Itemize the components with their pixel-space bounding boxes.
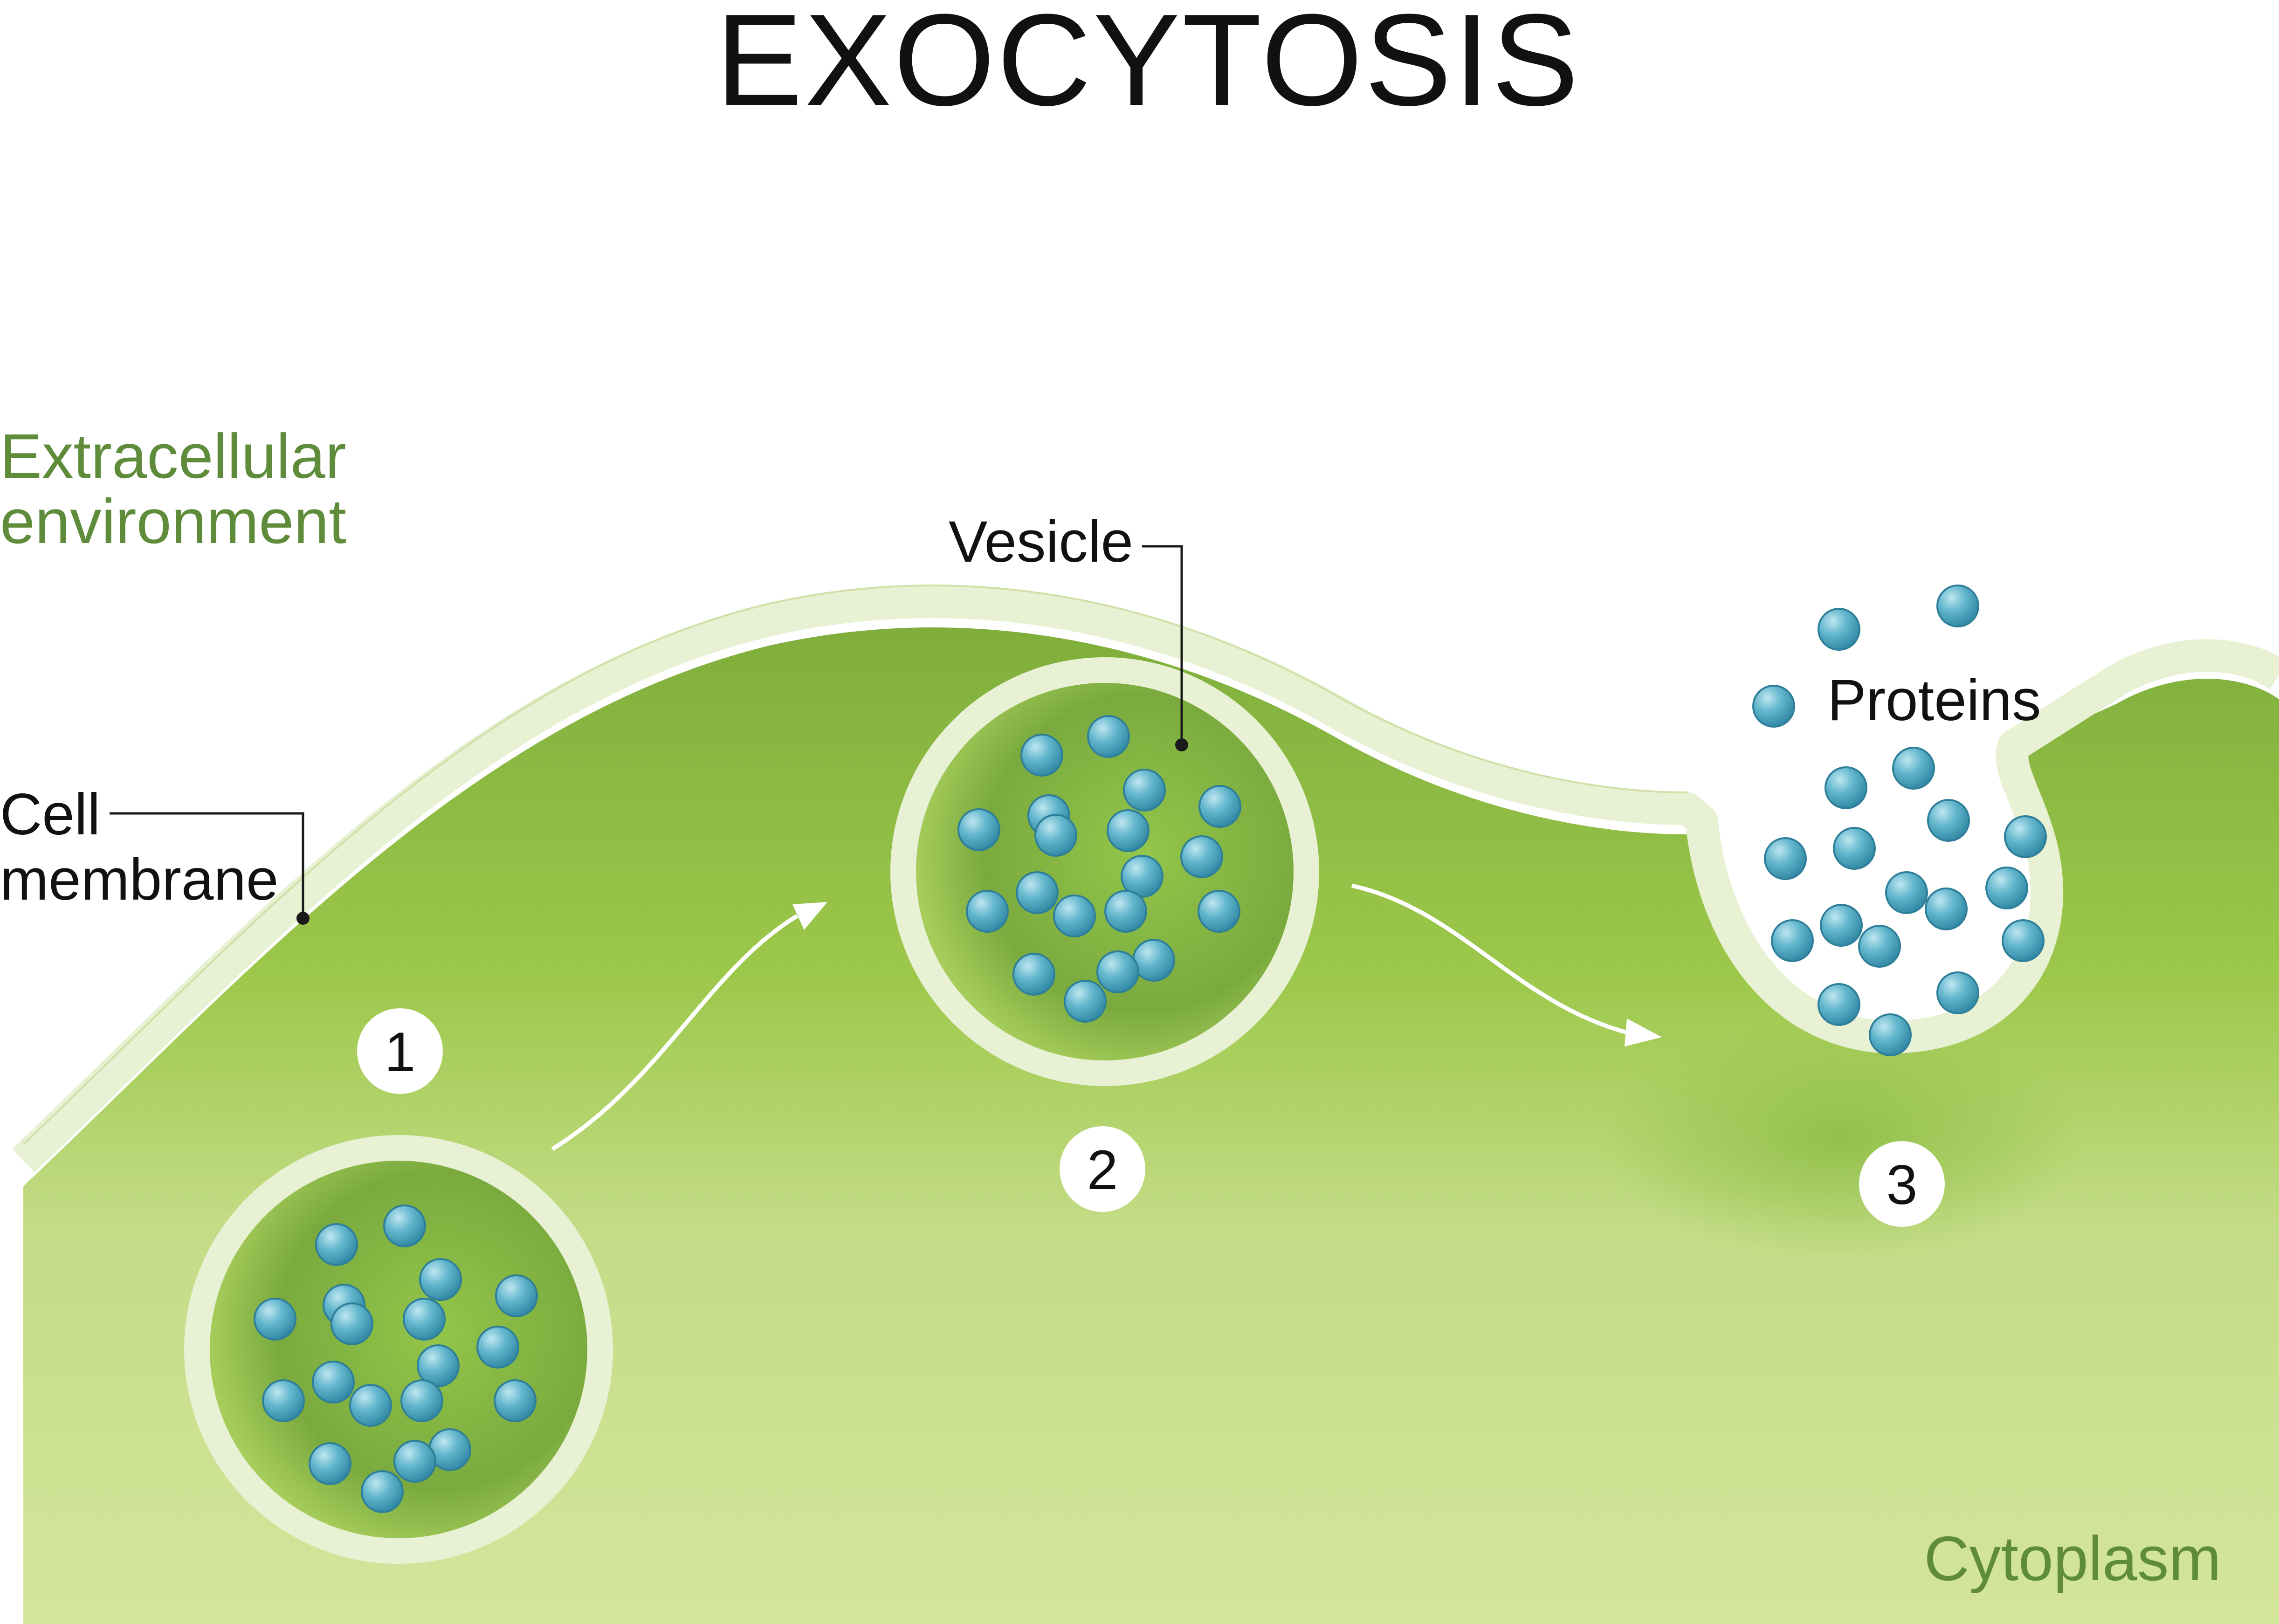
vesicle-1-lumen <box>210 1161 587 1538</box>
vesicle-leader-dot <box>1175 738 1188 751</box>
cell-membrane-leader <box>110 812 304 918</box>
vesicle-2-protein-7 <box>1034 814 1077 857</box>
released-protein-4 <box>1825 766 1867 809</box>
released-protein-6 <box>1927 799 1970 842</box>
step-2-label: 2 <box>1087 1139 1118 1201</box>
vesicle-2-protein-13 <box>1053 895 1096 937</box>
vesicle-2-proteins <box>957 715 1241 1023</box>
released-protein-9 <box>1833 827 1876 870</box>
extracellular-label-line2: environment <box>0 486 346 557</box>
pocket-shadow <box>1599 1016 2084 1259</box>
vesicle-2-protein-19 <box>1064 980 1107 1023</box>
vesicle-1-protein-12 <box>262 1379 305 1422</box>
cell-membrane-outline <box>22 585 1688 1145</box>
cell-membrane-label-line2: membrane <box>0 847 278 912</box>
step-3-badge <box>1859 1141 1945 1227</box>
proteins-label: Proteins <box>1827 668 2041 733</box>
released-protein-15 <box>1858 925 1901 968</box>
vesicle-2-lumen <box>916 683 1294 1060</box>
vesicle-label: Vesicle <box>949 509 1133 574</box>
released-protein-11 <box>1925 888 1968 930</box>
vesicle-2-protein-14 <box>1104 890 1147 933</box>
released-protein-13 <box>1771 919 1814 962</box>
vesicle-2-protein-4 <box>1198 785 1241 828</box>
released-protein-14 <box>1820 904 1863 947</box>
vesicle-1-protein-14 <box>400 1379 443 1422</box>
vesicle-2-protein-12 <box>966 890 1009 933</box>
vesicle-2-protein-2 <box>1087 715 1130 758</box>
step-1-label: 1 <box>385 1021 416 1083</box>
cytoplasm-label: Cytoplasm <box>1924 1523 2221 1594</box>
vesicle-2-protein-11 <box>1016 871 1059 914</box>
arrow-2-to-3 <box>1351 883 1628 1035</box>
released-protein-2 <box>1936 585 1979 627</box>
released-protein-17 <box>1818 983 1860 1026</box>
released-protein-1 <box>1818 608 1860 651</box>
vesicle-2-protein-3 <box>1123 769 1166 812</box>
step-2-badge <box>1060 1126 1145 1212</box>
vesicle-2-protein-9 <box>1180 835 1223 878</box>
vesicle-1-protein-7 <box>330 1302 373 1345</box>
step-1-badge <box>357 1008 443 1094</box>
page-title: EXOCYTOSIS <box>716 0 1580 133</box>
vesicle-1-proteins <box>254 1204 538 1513</box>
vesicle-1-protein-4 <box>495 1274 538 1317</box>
step-3-label: 3 <box>1887 1154 1918 1216</box>
released-protein-16 <box>2002 919 2045 962</box>
arrow-1-head <box>792 902 827 930</box>
vesicle-1-protein-10 <box>417 1344 460 1387</box>
vesicle-1-protein-3 <box>419 1258 462 1301</box>
vesicle-1-protein-13 <box>349 1384 392 1427</box>
vesicle-1-protein-2 <box>383 1204 426 1247</box>
vesicle-1-protein-9 <box>476 1326 519 1369</box>
released-proteins <box>1752 585 2047 1056</box>
extracellular-label-line1: Extracellular <box>0 421 346 491</box>
vesicle-2-protein-18 <box>1012 953 1055 996</box>
vesicle-1-protein-17 <box>393 1440 436 1483</box>
vesicle-2-protein-8 <box>1107 809 1150 852</box>
vesicle-2-protein-10 <box>1121 855 1164 898</box>
vesicle-2-protein-17 <box>1096 950 1139 993</box>
vesicle-2-protein-15 <box>1198 890 1240 933</box>
arrow-1-to-2 <box>551 914 799 1151</box>
vesicle-leader <box>1142 545 1183 743</box>
vesicle-1-protein-8 <box>403 1298 446 1341</box>
released-protein-5 <box>1892 747 1935 790</box>
released-protein-19 <box>1869 1013 1912 1056</box>
vesicle-1-protein-11 <box>312 1361 355 1404</box>
cell-membrane-label-line1: Cell <box>0 782 100 847</box>
released-protein-18 <box>1936 971 1979 1014</box>
cell-membrane-leader-dot <box>296 912 310 925</box>
released-protein-8 <box>1764 837 1807 880</box>
released-protein-7 <box>2004 815 2047 858</box>
released-protein-12 <box>1985 867 2028 909</box>
vesicle-1-protein-18 <box>309 1442 351 1485</box>
vesicle-1-protein-1 <box>315 1223 358 1266</box>
vesicle-1-protein-5 <box>254 1298 296 1341</box>
vesicle-1-protein-15 <box>494 1379 537 1422</box>
vesicle-1-protein-19 <box>361 1470 404 1513</box>
released-protein-3 <box>1752 685 1795 728</box>
vesicle-2-protein-5 <box>957 808 1000 851</box>
arrow-2-head <box>1625 1018 1662 1046</box>
vesicle-2-protein-1 <box>1020 734 1063 777</box>
released-protein-10 <box>1885 871 1928 914</box>
vesicle-2-protein-16 <box>1132 939 1175 982</box>
